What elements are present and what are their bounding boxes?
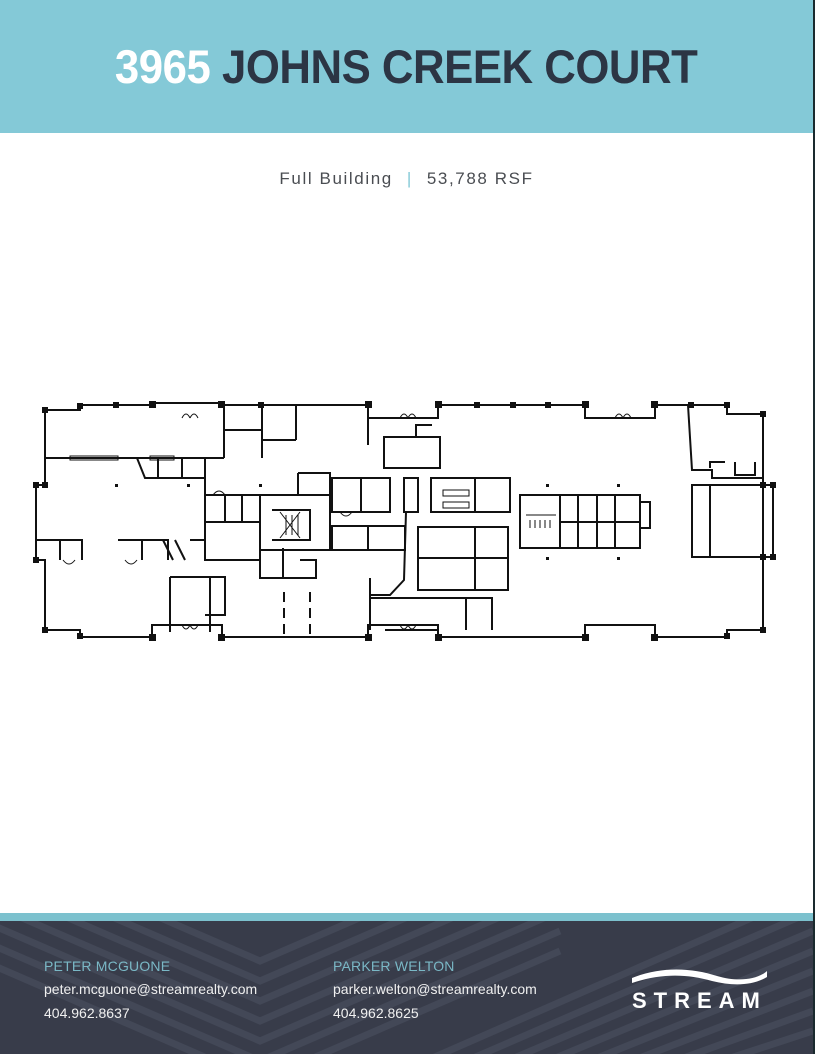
contact-phone[interactable]: 404.962.8625 — [333, 1005, 419, 1021]
title-banner: 3965 JOHNS CREEK COURT — [0, 0, 813, 133]
wave-icon — [632, 969, 767, 985]
chevron-pattern-icon — [0, 921, 813, 1054]
contact-footer: PETER MCGUONE peter.mcguone@streamrealty… — [0, 921, 813, 1054]
contact-name: PARKER WELTON — [333, 958, 455, 974]
stream-wordmark: STREAM — [632, 988, 767, 1013]
contact-name: PETER MCGUONE — [44, 958, 171, 974]
footer-accent-stripe — [0, 913, 813, 921]
contact-phone[interactable]: 404.962.8637 — [44, 1005, 130, 1021]
contact-parker: PARKER WELTON parker.welton@streamrealty… — [333, 958, 537, 1029]
page-edge — [813, 0, 815, 1054]
space-size: 53,788 RSF — [426, 169, 534, 188]
contact-peter: PETER MCGUONE peter.mcguone@streamrealty… — [44, 958, 257, 1029]
stream-logo: STREAM — [632, 968, 772, 1013]
contact-email[interactable]: parker.welton@streamrealty.com — [333, 981, 537, 997]
address-number: 3965 — [115, 40, 211, 93]
space-summary: Full Building | 53,788 RSF — [0, 169, 813, 189]
contact-email[interactable]: peter.mcguone@streamrealty.com — [44, 981, 258, 997]
floor-plan — [30, 395, 780, 650]
space-label: Full Building — [279, 169, 393, 188]
separator: | — [406, 169, 413, 188]
floor-plan-drawing-icon — [33, 401, 776, 641]
page-title: 3965 JOHNS CREEK COURT — [115, 40, 698, 93]
address-name: JOHNS CREEK COURT — [222, 40, 698, 93]
